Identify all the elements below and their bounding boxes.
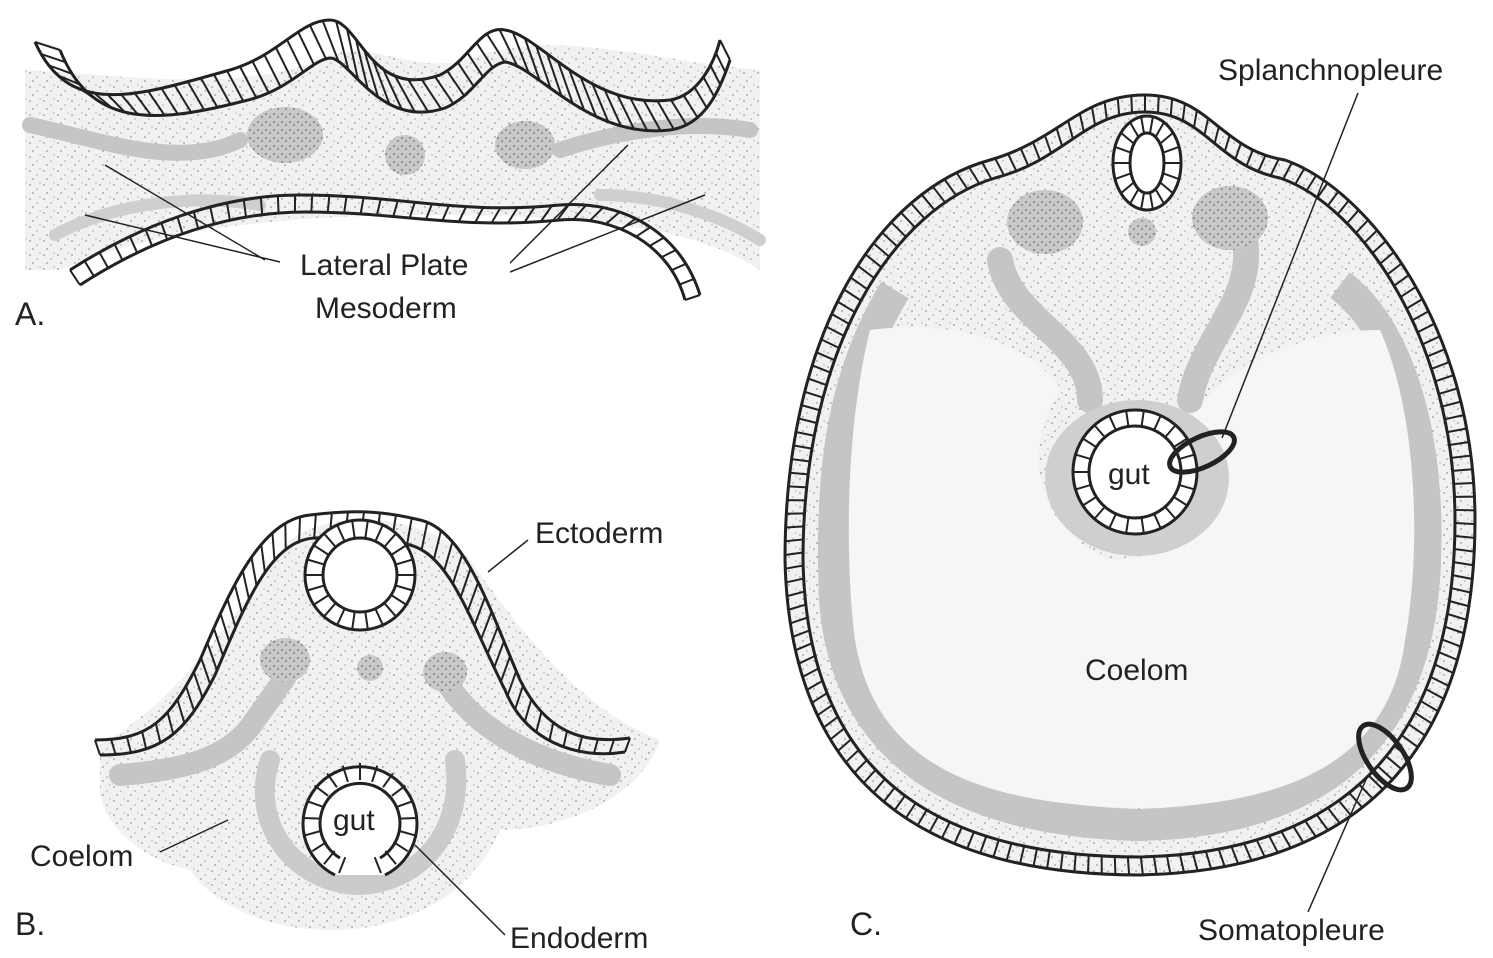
leader-ectoderm (488, 540, 528, 572)
label-endoderm: Endoderm (510, 922, 648, 953)
cell-wall (311, 195, 312, 212)
cell-wall (1171, 99, 1172, 116)
cell-wall (662, 250, 676, 257)
cell-wall (70, 270, 80, 285)
cell-wall (685, 295, 700, 300)
cell-wall (99, 252, 108, 268)
notochord (1128, 218, 1156, 246)
label-coelom: Coelom (30, 840, 133, 873)
panel-b-letter: B. (15, 906, 45, 942)
label-splanchnopleure: Splanchnopleure (1218, 54, 1443, 87)
cell-wall (287, 40, 303, 73)
cell-wall (1115, 857, 1116, 875)
label-ectoderm: Ectoderm (535, 517, 663, 550)
cell-wall (261, 197, 262, 214)
neural-tube-inner (323, 538, 397, 612)
cell-wall (95, 740, 100, 755)
cell-wall (400, 818, 417, 819)
label-somatopleure: Somatopleure (1198, 914, 1385, 947)
cell-wall (679, 279, 693, 285)
cell-wall (278, 196, 279, 213)
somite-left (1007, 190, 1083, 254)
cell-wall (1074, 854, 1075, 872)
cell-wall (1455, 523, 1475, 524)
cell-wall (1454, 483, 1474, 484)
cell-wall (299, 517, 300, 542)
label-lateral-plate: Lateral Plate (300, 249, 468, 282)
cell-wall (243, 571, 249, 600)
cell-wall (1158, 96, 1159, 113)
somite-right (423, 652, 467, 692)
label-gut: gut (333, 804, 375, 837)
cell-wall (1128, 857, 1129, 875)
cell-wall (672, 264, 686, 270)
cell-wall (1131, 96, 1132, 113)
label-mesoderm: Mesoderm (315, 292, 457, 325)
notochord (385, 135, 425, 175)
label-coelom: Coelom (1085, 654, 1188, 687)
cell-wall (272, 533, 274, 560)
somite-right (1192, 186, 1268, 250)
cell-wall (310, 25, 326, 59)
panel-c: Splanchnopleure gut Coelom Somatopleure … (785, 54, 1475, 947)
cell-wall (720, 40, 730, 60)
cell-wall (786, 526, 804, 527)
cell-wall (1088, 855, 1089, 873)
somite-left (260, 638, 310, 682)
somite-right (495, 121, 555, 169)
panel-a: Lateral Plate Mesoderm A. (15, 20, 760, 332)
notochord (357, 655, 383, 681)
cell-wall (85, 261, 94, 276)
cell-wall (298, 32, 314, 65)
panel-b: Ectoderm Coelom gut Endoderm B. (15, 512, 663, 953)
panel-c-letter: C. (850, 906, 882, 942)
cell-wall (235, 585, 242, 614)
label-gut: gut (1108, 458, 1150, 491)
cell-wall (261, 544, 265, 572)
cell-wall (251, 557, 256, 585)
cell-wall (788, 486, 806, 487)
somite-left (247, 107, 323, 163)
neural-tube-inner (1130, 133, 1164, 193)
cell-wall (650, 238, 664, 246)
panel-a-letter: A. (15, 296, 45, 332)
cell-wall (303, 818, 320, 819)
